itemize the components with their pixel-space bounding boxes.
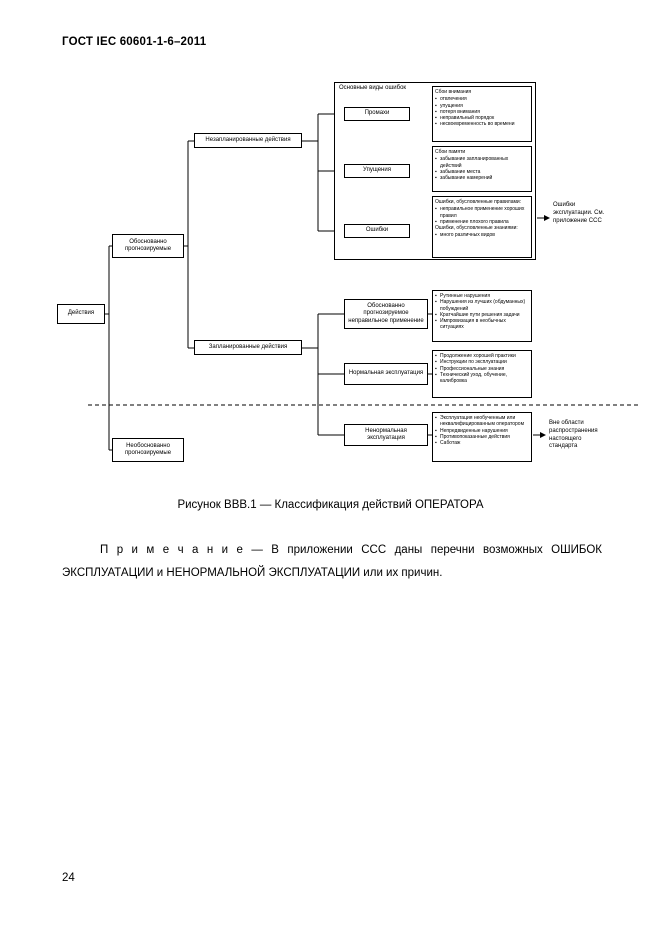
detail-abnormal-use: Эксплуатация необученным или неквалифици… [432, 412, 532, 462]
normal-use-detail-list: Продолжение хорошей практикиИнструкции п… [435, 353, 529, 384]
page-number: 24 [62, 872, 75, 884]
misuse-detail-list: Рутинные нарушенияНарушения из лучших (о… [435, 293, 529, 331]
detail-mistakes: Ошибки, обусловленные правилами: неправи… [432, 196, 532, 258]
node-not-foreseeable: Необоснованно прогнозируемые [112, 438, 184, 462]
node-normal-use: Нормальная эксплуатация [344, 363, 428, 385]
node-foreseeable-misuse: Обоснованно прогнозируемое неправильное … [344, 299, 428, 329]
detail-item: Непредвиденные нарушения [435, 428, 529, 435]
connector-actions-branches [105, 245, 112, 451]
note-paragraph: П р и м е ч а н и е — В приложении ССС д… [62, 539, 602, 585]
node-actions: Действия [57, 304, 105, 324]
figure-caption: Рисунок ВВВ.1 — Классификация действий О… [177, 499, 484, 511]
detail-item: отвлечения [435, 96, 529, 103]
arrow-out-of-scope-head [540, 432, 546, 438]
detail-item: Кратчайшие пути решения задачи [435, 312, 529, 319]
node-slips: Промахи [344, 107, 410, 121]
node-unplanned-actions: Незапланированные действия [194, 133, 302, 148]
slips-detail-title: Сбои внимания [435, 89, 472, 95]
annotation-out-of-scope: Вне области распространения настоящего с… [549, 420, 598, 450]
mistakes-knowledge-title: Ошибки, обусловленные знаниями: [435, 225, 518, 231]
node-lapses: Упущения [344, 164, 410, 178]
detail-item: несвоевременность во времени [435, 121, 529, 128]
detail-item: Продолжение хорошей практики [435, 353, 529, 360]
error-types-title: Основные виды ошибок [339, 85, 407, 91]
detail-item: забывание места [435, 169, 529, 176]
mistakes-rule-list: неправильное применение хороших правилпр… [435, 206, 529, 225]
detail-item: забывание намерений [435, 175, 529, 182]
detail-item: Саботаж [435, 440, 529, 447]
note-label: П р и м е ч а н и е [100, 544, 243, 556]
detail-item: Импровизация в необычных ситуациях [435, 318, 529, 331]
detail-item: много различных видов [435, 232, 529, 239]
detail-item: Нарушения из лучших (обдуманных) побужде… [435, 299, 529, 312]
mistakes-knowledge-list: много различных видов [435, 232, 529, 239]
detail-item: неправильное применение хороших правил [435, 206, 529, 219]
node-foreseeable: Обоснованно прогнозируемые [112, 234, 184, 258]
detail-item: Технический уход, обучение, калибровка [435, 372, 529, 385]
slips-detail-list: отвлеченияупущенияпотеря вниманиянеправи… [435, 96, 529, 128]
detail-item: потеря внимания [435, 109, 529, 116]
detail-normal-use: Продолжение хорошей практикиИнструкции п… [432, 350, 532, 398]
lapses-detail-title: Сбои памяти [435, 149, 466, 155]
detail-slips: Сбои внимания отвлеченияупущенияпотеря в… [432, 86, 532, 142]
lapses-detail-list: забывание запланированных действийзабыва… [435, 156, 529, 181]
node-mistakes: Ошибки [344, 224, 410, 238]
node-planned-actions: Запланированные действия [194, 340, 302, 355]
detail-item: неправильный порядок [435, 115, 529, 122]
detail-item: Рутинные нарушения [435, 293, 529, 300]
node-abnormal-use: Ненормальная эксплуатация [344, 424, 428, 446]
mistakes-rule-title: Ошибки, обусловленные правилами: [435, 199, 522, 205]
connector-foreseeable-branches [184, 140, 194, 349]
connector-planned-branches [302, 313, 344, 436]
detail-lapses: Сбои памяти забывание запланированных де… [432, 146, 532, 192]
detail-foreseeable-misuse: Рутинные нарушенияНарушения из лучших (о… [432, 290, 532, 342]
detail-item: Профессиональные знания [435, 366, 529, 373]
note-text: — В приложении ССС даны перечни возможны… [62, 544, 602, 579]
detail-item: Инструкции по эксплуатации [435, 359, 529, 366]
detail-item: применение плохого правила [435, 219, 529, 226]
detail-item: Эксплуатация необученным или неквалифици… [435, 415, 529, 428]
document-header: ГОСТ IEC 60601-1-6–2011 [62, 36, 207, 48]
detail-item: Противопоказанные действия [435, 434, 529, 441]
detail-item: забывание запланированных действий [435, 156, 529, 169]
annotation-use-errors: Ошибки эксплуатации. См. приложение ССС [553, 202, 605, 224]
detail-item: упущения [435, 103, 529, 110]
arrow-use-errors-head [544, 215, 550, 221]
abnormal-use-detail-list: Эксплуатация необученным или неквалифици… [435, 415, 529, 447]
